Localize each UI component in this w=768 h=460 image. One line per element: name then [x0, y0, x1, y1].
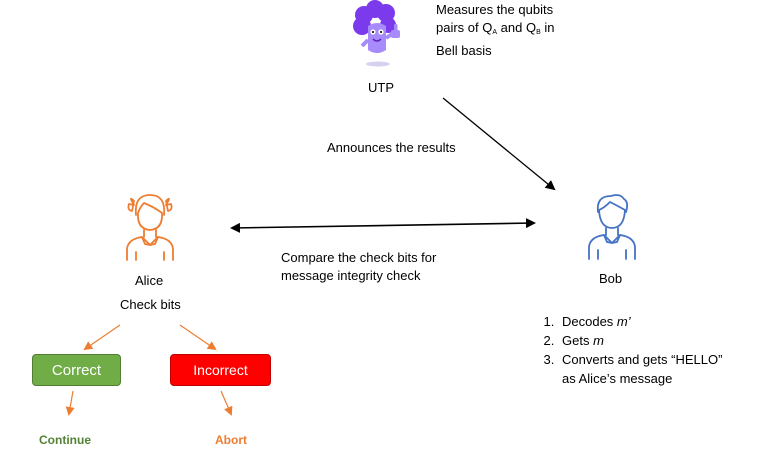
step-text: Gets — [562, 333, 594, 348]
step-var: m’ — [616, 314, 631, 329]
bob-step-gets: Gets m — [558, 331, 762, 350]
utp-to-bob-arrow — [442, 97, 556, 191]
continue-label: Continue — [39, 433, 91, 447]
checkbits-to-correct-arrow — [83, 324, 121, 351]
alice-bob-compare-arrow — [230, 218, 536, 233]
utp-note-line1: Measures the qubits — [436, 2, 554, 17]
compare-line1: Compare the check bits for — [281, 250, 437, 265]
bob-steps-list: Decodes m’ Gets m Converts and gets “HEL… — [532, 312, 762, 388]
qubit-a-subscript: A — [492, 29, 498, 36]
bob-step-convert: Converts and gets “HELLO” as Alice’s mes… — [558, 350, 762, 388]
utp-note-text-c: in — [540, 20, 555, 35]
utp-note-line3: Bell basis — [436, 43, 492, 58]
step-text: Converts and gets “HELLO” — [562, 352, 723, 367]
announce-results-label: Announces the results — [327, 140, 456, 155]
step-text: Decodes — [562, 314, 617, 329]
qubit-b-subscript: B — [536, 29, 541, 36]
utp-note-line2: pairs of QA and QB in — [436, 19, 606, 42]
bob-person-icon — [588, 194, 636, 260]
alice-check-bits-label: Check bits — [120, 297, 181, 312]
utp-label: UTP — [368, 80, 394, 95]
correct-to-continue-arrow — [65, 390, 75, 416]
checkbits-to-incorrect-arrow — [179, 324, 217, 351]
incorrect-to-abort-arrow — [220, 390, 233, 416]
bob-steps: Decodes m’ Gets m Converts and gets “HEL… — [532, 312, 762, 388]
correct-outcome-box: Correct — [32, 354, 121, 386]
utp-note-text-a: pairs of Q — [436, 20, 493, 35]
abort-label: Abort — [215, 433, 247, 447]
compare-check-bits-label: Compare the check bits for message integ… — [281, 249, 436, 285]
bob-name: Bob — [599, 271, 623, 286]
utp-mascot-icon — [353, 0, 400, 67]
alice-name: Alice — [135, 273, 164, 288]
utp-note-text-b: and Q — [497, 20, 537, 35]
step-var: m — [593, 333, 604, 348]
compare-line2: message integrity check — [281, 268, 421, 283]
step-cont: as Alice’s message — [562, 371, 673, 386]
incorrect-outcome-box: Incorrect — [170, 354, 271, 386]
utp-measurement-note: Measures the qubits pairs of QA and QB i… — [436, 1, 606, 60]
bob-step-decode: Decodes m’ — [558, 312, 762, 331]
alice-person-icon — [126, 194, 174, 261]
